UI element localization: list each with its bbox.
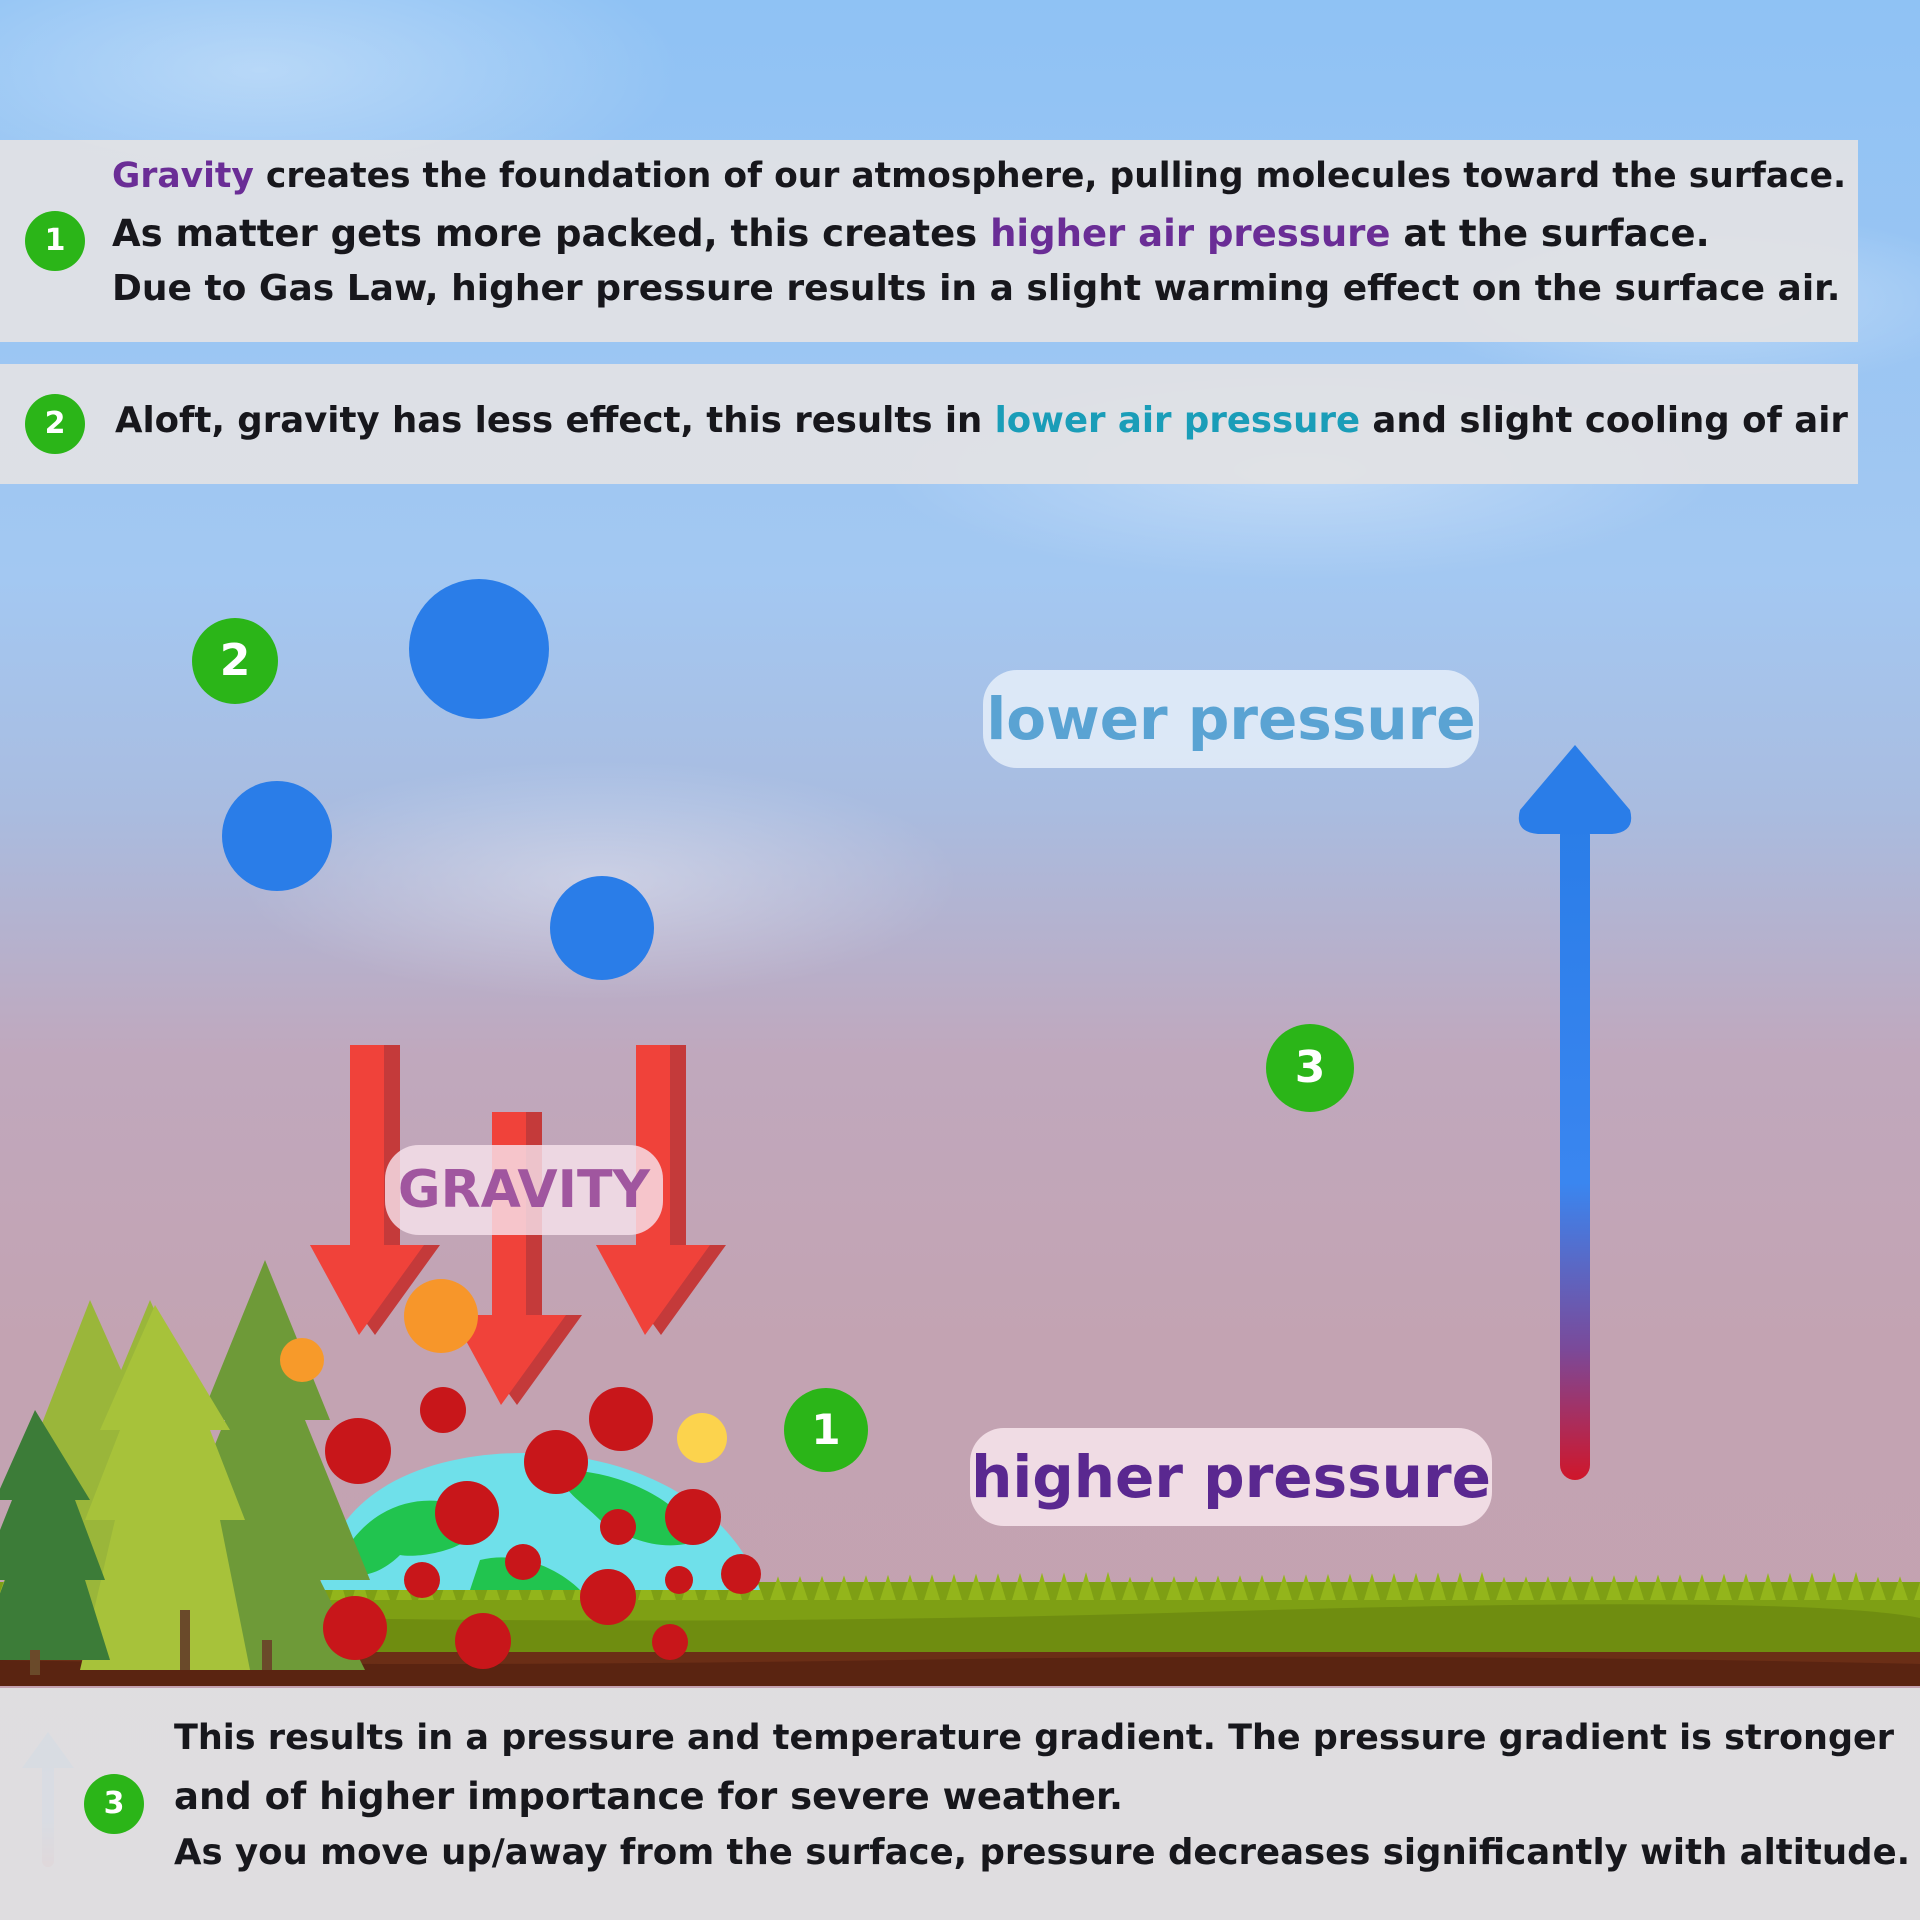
- hot-molecule: [404, 1562, 440, 1598]
- hot-molecule: [600, 1509, 636, 1545]
- hot-molecule: [589, 1387, 653, 1451]
- panel1-line-2: As matter gets more packed, this creates…: [112, 212, 1710, 255]
- cold-molecule: [550, 876, 654, 980]
- hot-molecule: [325, 1418, 391, 1484]
- step-badge-surface: 1: [784, 1388, 868, 1472]
- higher-air-pressure-term: higher air pressure: [990, 212, 1391, 255]
- cold-molecule: [222, 781, 332, 891]
- gravity-arrow-middle: [452, 1112, 582, 1405]
- hot-molecule: [580, 1569, 636, 1625]
- cold-molecule: [409, 579, 549, 719]
- panel1-line-3: Due to Gas Law, higher pressure results …: [112, 268, 1841, 309]
- lower-air-pressure-term: lower air pressure: [994, 400, 1361, 441]
- hot-molecule: [524, 1430, 588, 1494]
- panel3-line-1: This results in a pressure and temperatu…: [174, 1718, 1895, 1758]
- hot-molecule: [665, 1566, 693, 1594]
- panel3-line-2: and of higher importance for severe weat…: [174, 1775, 1124, 1818]
- explanation-panel-aloft: 2 Aloft, gravity has less effect, this r…: [0, 364, 1858, 484]
- hot-molecule: [721, 1554, 761, 1594]
- panel2-line: Aloft, gravity has less effect, this res…: [115, 400, 1848, 441]
- aloft-molecules: [222, 579, 654, 980]
- panel3-line-3: As you move up/away from the surface, pr…: [174, 1832, 1911, 1873]
- step-badge-gradient: 3: [1266, 1024, 1354, 1112]
- higher-pressure-label: higher pressure: [970, 1428, 1492, 1526]
- step-badge-3: 3: [84, 1774, 144, 1834]
- hot-molecule: [323, 1596, 387, 1660]
- pressure-gradient-arrow: [1518, 745, 1632, 1480]
- gravity-term: Gravity: [112, 156, 254, 196]
- step-badge-aloft: 2: [192, 618, 278, 704]
- lower-pressure-label: lower pressure: [983, 670, 1479, 768]
- hot-molecule: [652, 1624, 688, 1660]
- step-badge-2: 2: [25, 394, 85, 454]
- surface-molecules: [323, 1279, 761, 1669]
- forest: [0, 1260, 370, 1675]
- gravity-arrow-left: [310, 1045, 440, 1335]
- panel1-line-1: Gravity creates the foundation of our at…: [112, 156, 1847, 196]
- gravity-label: GRAVITY: [385, 1145, 663, 1235]
- explanation-panel-gradient: 3 This results in a pressure and tempera…: [0, 1688, 1920, 1920]
- hot-molecule: [420, 1387, 466, 1433]
- warm-molecule: [404, 1279, 478, 1353]
- explanation-panel-surface: 1 Gravity creates the foundation of our …: [0, 140, 1858, 342]
- hot-molecule: [435, 1481, 499, 1545]
- hot-molecule: [505, 1544, 541, 1580]
- warm-molecule: [677, 1413, 727, 1463]
- step-badge-1: 1: [25, 211, 85, 271]
- hot-molecule: [455, 1613, 511, 1669]
- hot-molecule: [665, 1489, 721, 1545]
